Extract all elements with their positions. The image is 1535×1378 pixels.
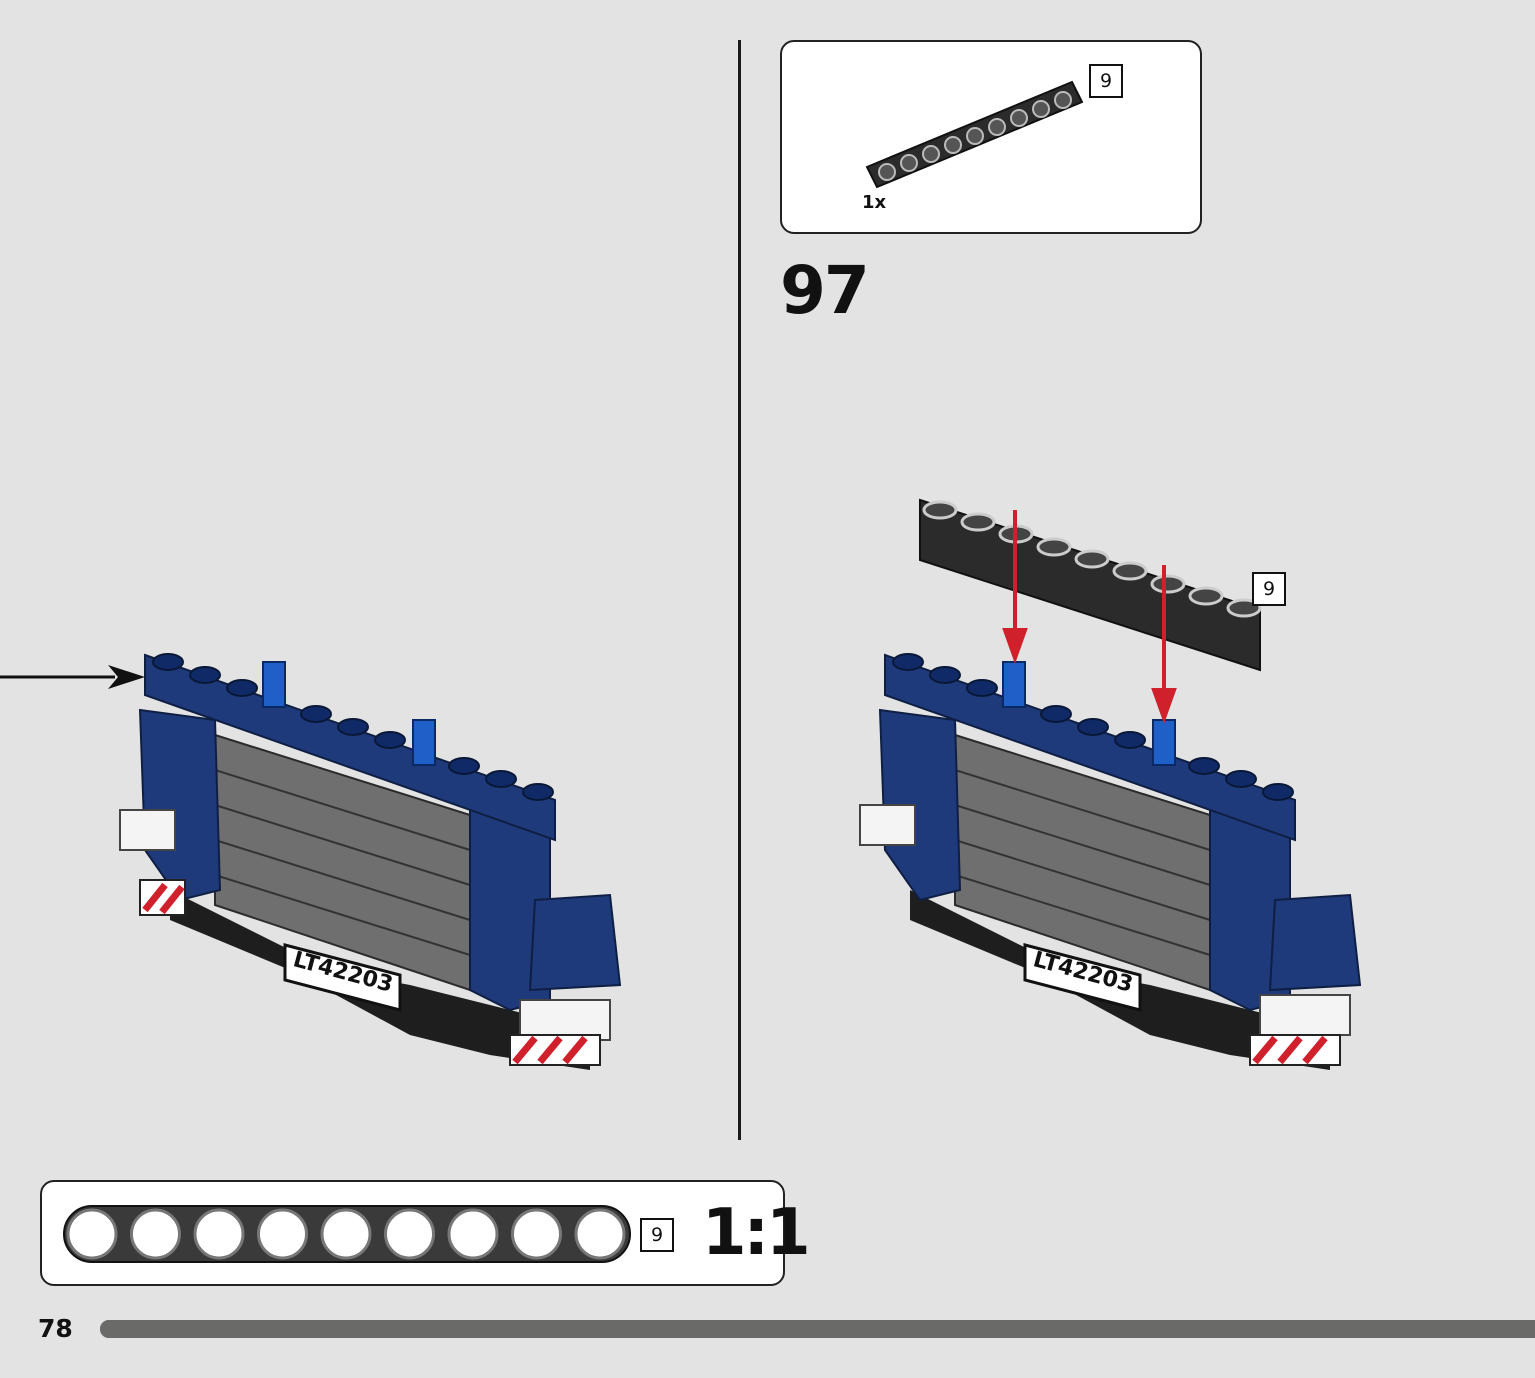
beam-part-icon [865, 80, 1084, 189]
ruler-beam [63, 1205, 631, 1263]
progress-fill [100, 1320, 1535, 1338]
step-number: 97 [780, 252, 870, 329]
current-step-assembly [859, 498, 1362, 1070]
ruler-hole [447, 1208, 499, 1260]
part-length-label: 9 [1089, 64, 1123, 98]
ruler-hole [66, 1208, 118, 1260]
ruler-hole [193, 1208, 245, 1260]
ruler-length-label: 9 [640, 1218, 674, 1252]
beam-length-label: 9 [1252, 572, 1286, 606]
ruler-hole [574, 1208, 626, 1260]
scale-ruler: 9 1:1 [40, 1180, 811, 1286]
ruler-hole [130, 1208, 181, 1260]
ruler-hole [320, 1208, 372, 1260]
page-number: 78 [38, 1314, 73, 1343]
ruler-hole [384, 1208, 435, 1260]
page-divider [738, 40, 741, 1140]
parts-callout: 9 1x [780, 40, 1202, 234]
previous-step-assembly [119, 653, 622, 1070]
ruler-hole [257, 1208, 308, 1260]
scale-label: 1:1 [702, 1196, 811, 1270]
pointer-arrow [0, 665, 145, 689]
ruler-hole [511, 1208, 562, 1260]
part-quantity: 1x [862, 192, 887, 213]
progress-bar [100, 1320, 1535, 1338]
